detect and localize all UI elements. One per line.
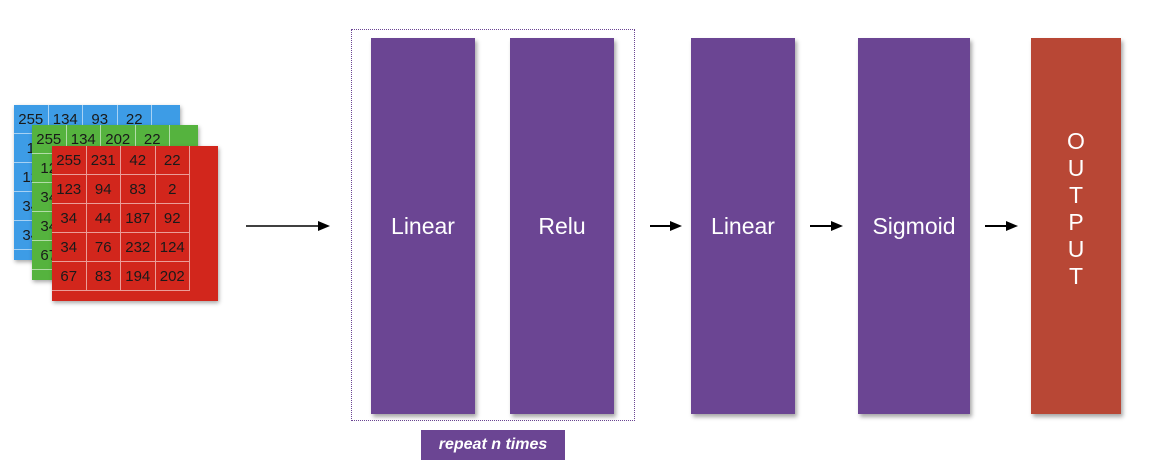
grid-cell: 34 (52, 204, 87, 233)
linear-layer-1-label: Linear (391, 212, 455, 239)
grid-cell: 83 (86, 262, 121, 291)
grid-cell: 194 (121, 262, 156, 291)
linear-layer-2: Linear (691, 38, 795, 414)
grid-cell: 94 (86, 175, 121, 204)
repeat-label-text: repeat n times (438, 436, 548, 453)
grid-cell: 76 (86, 233, 121, 262)
grid-cell: 202 (155, 262, 190, 291)
repeat-label: repeat n times (421, 430, 565, 460)
grid-cell: 231 (86, 146, 121, 175)
grid-cell: 92 (155, 204, 190, 233)
arrow-sigmoid-to-output (985, 221, 1018, 231)
grid-cell: 2 (155, 175, 190, 204)
grid-cell: 22 (155, 146, 190, 175)
arrow-input-to-linear (246, 221, 330, 231)
arrow-linear-to-sigmoid (810, 221, 843, 231)
grid-cell: 124 (155, 233, 190, 262)
sigmoid-layer: Sigmoid (858, 38, 970, 414)
grid-cell: 232 (121, 233, 156, 262)
grid-cell: 255 (32, 125, 67, 154)
relu-layer: Relu (510, 38, 614, 414)
repeat-group-box (351, 29, 635, 421)
output-block: O U T P U T (1031, 38, 1121, 414)
grid-cell: 83 (121, 175, 156, 204)
output-label: O U T P U T (1067, 128, 1085, 289)
grid-cell: 187 (121, 204, 156, 233)
arrow-relu-to-linear (650, 221, 682, 231)
grid-cell: 34 (52, 233, 87, 262)
linear-layer-2-label: Linear (711, 212, 775, 239)
relu-layer-label: Relu (538, 212, 586, 239)
grid-cell: 67 (52, 262, 87, 291)
grid-cell: 42 (121, 146, 156, 175)
grid-cell: 123 (52, 175, 87, 204)
grid-cell: 44 (86, 204, 121, 233)
linear-layer-1: Linear (371, 38, 475, 414)
sigmoid-layer-label: Sigmoid (872, 212, 956, 239)
grid-cell: 255 (14, 105, 49, 134)
grid-cell: 255 (52, 146, 87, 175)
